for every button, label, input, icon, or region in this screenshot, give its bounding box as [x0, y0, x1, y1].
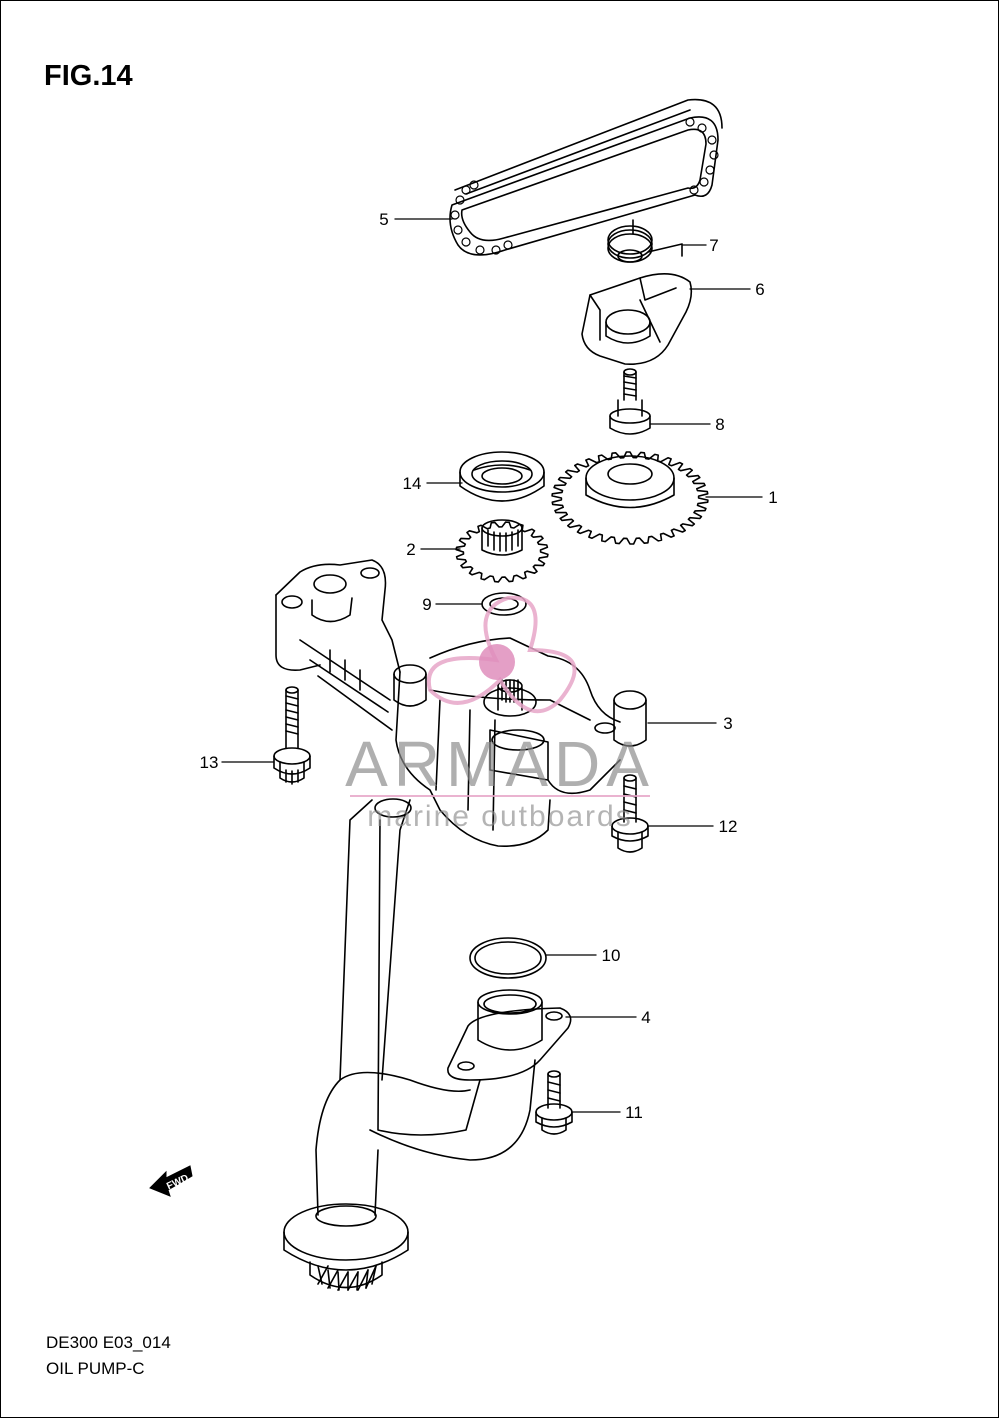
- callout-5: 5: [379, 210, 388, 229]
- callout-labels: 5 7 6 8 14 1 2 9 3 13 12 10 4 11: [200, 210, 778, 1122]
- callout-8: 8: [715, 415, 724, 434]
- oil-strainer-pipe-part: [283, 798, 536, 1291]
- propeller-icon: [426, 595, 577, 714]
- callout-11: 11: [625, 1103, 643, 1122]
- watermark-brand: ARMADA: [345, 728, 655, 800]
- bearing-part: [459, 451, 545, 502]
- bolt-13-part: [273, 686, 311, 785]
- figure-title: FIG.14: [44, 60, 133, 92]
- fwd-label: FWD: [165, 1173, 190, 1193]
- callout-6: 6: [755, 280, 764, 299]
- callout-12: 12: [719, 817, 738, 836]
- callout-2: 2: [406, 540, 415, 559]
- pivot-bolt-part: [609, 368, 651, 435]
- callout-1: 1: [768, 488, 777, 507]
- armada-logo-watermark: ARMADA marine outboards: [345, 595, 655, 833]
- leader-lines: [221, 218, 763, 1113]
- oil-pump-body-part: [275, 559, 647, 847]
- callout-13: 13: [200, 753, 219, 772]
- callout-3: 3: [723, 714, 732, 733]
- callout-4: 4: [641, 1008, 650, 1027]
- bolt-11-part: [535, 1070, 573, 1135]
- figure-code: DE300 E03_014: [46, 1333, 171, 1352]
- figure-name: OIL PUMP-C: [46, 1359, 145, 1378]
- chain-tensioner-part: [581, 273, 693, 365]
- forward-arrow-icon: FWD: [149, 1165, 193, 1197]
- o-ring-part: [469, 937, 547, 979]
- driven-sprocket-part: [551, 451, 709, 545]
- callout-14: 14: [403, 474, 422, 493]
- drive-sprocket-part: [455, 519, 549, 583]
- watermark-tagline: marine outboards: [367, 800, 632, 833]
- callout-10: 10: [602, 946, 621, 965]
- spring-part: [607, 219, 683, 263]
- timing-chain-part: [449, 98, 723, 256]
- callout-7: 7: [709, 236, 718, 255]
- pipe-flange-part: [447, 989, 572, 1081]
- bolt-12-part: [611, 774, 649, 853]
- callout-9: 9: [422, 595, 431, 614]
